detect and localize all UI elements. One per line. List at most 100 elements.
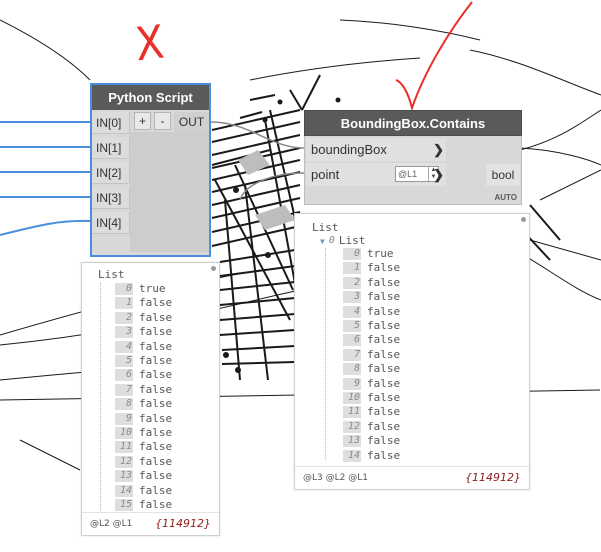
lacing-level-value: @L1 xyxy=(398,169,418,179)
list-item-index: 12 xyxy=(343,420,361,433)
python-node-title[interactable]: Python Script xyxy=(92,85,209,110)
list-item-value: false xyxy=(139,310,173,324)
list-item-value: false xyxy=(367,448,401,462)
python-input-port-0[interactable]: IN[0] xyxy=(92,112,130,134)
boundingbox-input-port[interactable]: boundingBox ❯ xyxy=(306,138,446,161)
list-item-value: false xyxy=(367,261,401,275)
chevron-right-icon: ❯ xyxy=(433,142,444,157)
python-input-port-1[interactable]: IN[1] xyxy=(92,137,130,159)
list-item-index: 8 xyxy=(343,363,361,376)
python-input-port-4[interactable]: IN[4] xyxy=(92,212,130,234)
list-item[interactable]: 14 false xyxy=(115,484,172,498)
list-item-index: 9 xyxy=(115,412,133,425)
list-item-value: false xyxy=(139,397,173,411)
boundingbox-contains-node[interactable]: BoundingBox.Contains boundingBox ❯ point… xyxy=(304,110,522,205)
expand-arrow-icon[interactable]: ▼ xyxy=(320,237,325,246)
list-item[interactable]: 8 false xyxy=(115,397,172,411)
python-input-port-2[interactable]: IN[2] xyxy=(92,162,130,184)
python-output-port[interactable]: OUT xyxy=(174,112,209,132)
python-node-body: IN[0] IN[1] IN[2] IN[3] IN[4] + - OUT xyxy=(92,110,209,255)
list-item-value: false xyxy=(139,382,173,396)
list-item-index: 10 xyxy=(343,392,361,404)
python-input-port-3[interactable]: IN[3] xyxy=(92,187,130,209)
list-item[interactable]: 2 false xyxy=(115,311,172,325)
cross-annotation-icon: X xyxy=(133,14,167,72)
list-item-index: 10 xyxy=(115,427,133,439)
list-item-index: 11 xyxy=(343,406,361,419)
list-item-value: false xyxy=(139,426,173,439)
list-item-index: 9 xyxy=(343,377,361,390)
preview-pin-icon[interactable] xyxy=(521,217,526,222)
run-mode-label: AUTO xyxy=(494,193,517,202)
list-item-index: 6 xyxy=(343,334,361,347)
preview-pin-icon[interactable] xyxy=(211,266,216,271)
add-input-button[interactable]: + xyxy=(134,112,151,130)
list-item-value: false xyxy=(139,296,173,310)
list-item-index: 3 xyxy=(343,291,361,304)
bool-output-port[interactable]: bool xyxy=(486,164,520,186)
list-item-value: false xyxy=(139,411,173,425)
list-item-index: 4 xyxy=(343,305,361,318)
list-item[interactable]: 9 false xyxy=(115,412,172,426)
spinner-arrows-icon[interactable]: ▲▼ xyxy=(428,167,438,181)
bb-node-body: boundingBox ❯ point @L1 ▲▼ ❯ bool AUTO xyxy=(304,136,522,205)
list-item-index: 14 xyxy=(115,484,133,497)
item-count-label: {114912} xyxy=(465,471,521,484)
list-item-index: 12 xyxy=(115,455,133,468)
list-item-index: 0 xyxy=(343,248,361,260)
point-input-port[interactable]: point @L1 ▲▼ ❯ xyxy=(306,163,446,186)
preview-root-label: List xyxy=(312,221,339,234)
item-count-label: {114912} xyxy=(155,517,211,530)
list-levels-label[interactable]: @L2 @L1 xyxy=(90,519,133,529)
remove-input-button[interactable]: - xyxy=(154,112,171,130)
list-item-index: 2 xyxy=(115,311,133,324)
output-wire[interactable] xyxy=(210,121,305,149)
list-item[interactable]: 10 false xyxy=(115,426,172,440)
list-item-index: 13 xyxy=(115,470,133,483)
list-item-index: 8 xyxy=(115,398,133,411)
point-wire[interactable] xyxy=(239,172,305,201)
list-item-value: false xyxy=(139,483,173,497)
lacing-level-selector[interactable]: @L1 ▲▼ xyxy=(395,166,439,182)
input-wires[interactable] xyxy=(0,121,91,236)
python-script-node[interactable]: Python Script IN[0] IN[1] IN[2] IN[3] IN… xyxy=(90,83,211,257)
bb-node-title[interactable]: BoundingBox.Contains xyxy=(304,110,522,136)
list-item[interactable]: 11 false xyxy=(343,405,400,419)
list-item-value: false xyxy=(367,275,401,289)
background-geometry xyxy=(0,19,601,471)
list-item-value: false xyxy=(367,347,401,361)
list-item-value: false xyxy=(139,440,173,454)
list-item-value: false xyxy=(367,405,401,419)
list-levels-label[interactable]: @L3 @L2 @L1 xyxy=(303,473,368,483)
list-item-value: false xyxy=(367,319,401,332)
